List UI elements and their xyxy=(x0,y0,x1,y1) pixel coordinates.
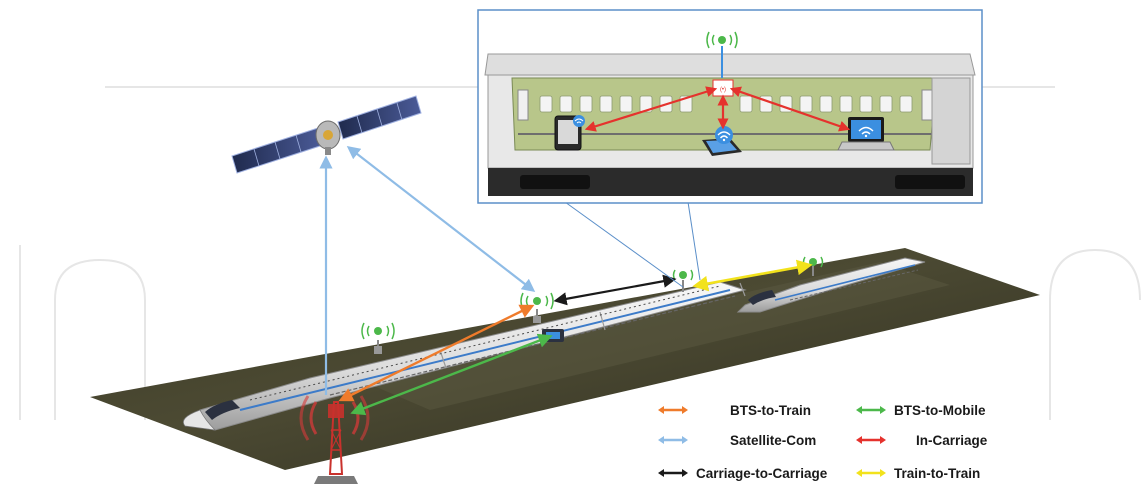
blue-arrow-icon xyxy=(658,436,688,444)
legend-label: Train-to-Train xyxy=(894,465,981,481)
train-2 xyxy=(736,257,926,313)
legend-item-train-to-train: Train-to-Train xyxy=(856,461,980,485)
link-in-carriage xyxy=(584,86,718,132)
phone-icon xyxy=(702,126,742,156)
legend-label: Satellite-Com xyxy=(730,432,817,448)
green-arrow-icon xyxy=(856,406,886,414)
yellow-arrow-icon xyxy=(856,469,886,477)
link-bts-to-mobile xyxy=(350,333,553,416)
wifi-router-icon xyxy=(542,329,564,342)
tablet-icon xyxy=(554,115,585,151)
red-arrow-icon xyxy=(856,436,886,444)
carriage-inset xyxy=(477,9,983,204)
legend-item-in-carriage: In-Carriage xyxy=(856,428,987,452)
orange-arrow-icon xyxy=(658,406,688,414)
legend-label: BTS-to-Mobile xyxy=(894,402,986,418)
callout-line xyxy=(564,201,684,288)
legend-label: BTS-to-Train xyxy=(730,402,811,418)
link-in-carriage xyxy=(729,86,851,132)
black-arrow-icon xyxy=(658,469,688,477)
legend-item-satellite-com: Satellite-Com xyxy=(658,428,816,452)
legend-item-carriage-to-carriage: Carriage-to-Carriage xyxy=(658,461,827,485)
legend: BTS-to-Train BTS-to-Mobile Satellite-Com… xyxy=(640,398,1060,488)
link-train-to-train xyxy=(692,259,813,292)
legend-label: In-Carriage xyxy=(916,432,988,448)
antenna-icon xyxy=(520,292,554,323)
callout-line xyxy=(687,201,701,281)
legend-item-bts-to-train: BTS-to-Train xyxy=(658,398,811,422)
legend-item-bts-to-mobile: BTS-to-Mobile xyxy=(856,398,985,422)
wifi-router-icon: (•) xyxy=(712,79,734,97)
svg-text:(•): (•) xyxy=(720,87,726,93)
satellite-icon xyxy=(231,95,422,174)
laptop-icon xyxy=(837,117,895,151)
link-satellite-com xyxy=(346,145,536,293)
link-carriage-to-carriage xyxy=(553,274,677,306)
legend-label: Carriage-to-Carriage xyxy=(696,465,828,481)
cell-tower-icon xyxy=(299,395,370,484)
